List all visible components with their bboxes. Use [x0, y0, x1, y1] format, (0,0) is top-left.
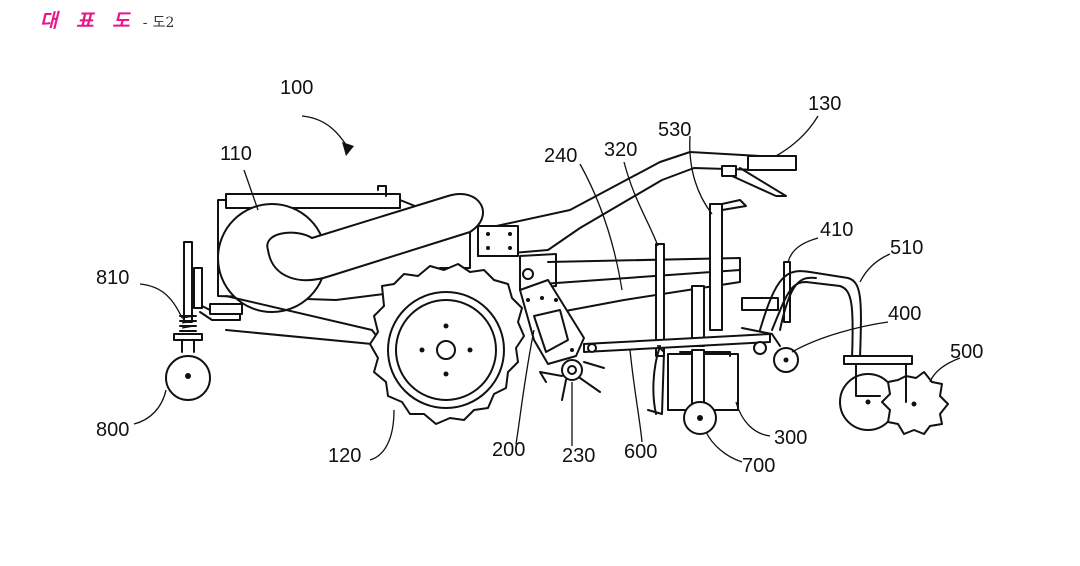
label-510: 510: [890, 237, 923, 259]
label-800: 800: [96, 419, 129, 441]
label-300: 300: [774, 427, 807, 449]
rear-attachment: [742, 271, 948, 434]
label-120: 120: [328, 445, 361, 467]
label-410: 410: [820, 219, 853, 241]
label-230: 230: [562, 445, 595, 467]
label-320: 320: [604, 139, 637, 161]
label-810: 810: [96, 267, 129, 289]
label-100: 100: [280, 77, 313, 99]
handle-grip: [748, 156, 796, 170]
furrow-box: [648, 346, 738, 434]
label-600: 600: [624, 441, 657, 463]
label-130: 130: [808, 93, 841, 115]
label-240: 240: [544, 145, 577, 167]
label-500: 500: [950, 341, 983, 363]
label-530: 530: [658, 119, 691, 141]
drive-wheel: [370, 264, 524, 424]
label-110: 110: [220, 143, 252, 165]
label-700: 700: [742, 455, 775, 477]
label-400: 400: [888, 303, 921, 325]
label-200: 200: [492, 439, 525, 461]
post-530: [710, 204, 722, 330]
